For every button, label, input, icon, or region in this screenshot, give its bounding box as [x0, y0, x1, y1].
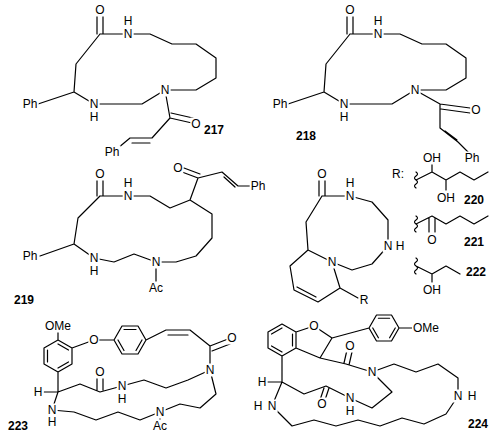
- atom-label: N: [155, 406, 166, 419]
- atom-label: O: [344, 4, 355, 17]
- atom-label: H: [89, 265, 100, 278]
- compound-number: 223: [7, 420, 29, 433]
- atom-label: OH: [422, 284, 442, 297]
- atom-label: O: [190, 118, 201, 131]
- atom-label: O: [172, 162, 183, 175]
- atom-label: Ph: [250, 180, 267, 193]
- atom-label: O: [308, 320, 319, 333]
- atom-label: Ph: [22, 250, 39, 263]
- compound-number: 221: [463, 236, 485, 249]
- bond-skeleton: [415, 164, 489, 282]
- atom-label: H: [467, 390, 478, 403]
- atom-label: H: [345, 405, 356, 418]
- bond-skeleton: [290, 180, 388, 302]
- atom-label: N: [367, 366, 378, 379]
- compound-number: 219: [13, 294, 35, 307]
- atom-label: OMe: [412, 322, 440, 335]
- atom-label: Ph: [464, 152, 481, 165]
- atom-label: Ph: [104, 146, 121, 159]
- atom-label: Ac: [152, 420, 168, 433]
- bond-skeleton: [266, 315, 458, 426]
- atom-label: N: [453, 390, 464, 403]
- atom-label: O: [226, 332, 237, 345]
- atom-label: N: [345, 190, 356, 203]
- bond-skeleton: [44, 326, 230, 422]
- atom-label: H: [123, 177, 134, 190]
- atom-label: R: [359, 294, 370, 307]
- atom-label: OH: [436, 192, 456, 205]
- atom-label: H: [373, 15, 384, 28]
- atom-label: O: [94, 4, 105, 17]
- atom-label: N: [89, 252, 100, 265]
- atom-label: N: [151, 256, 162, 269]
- atom-label: O: [470, 104, 481, 117]
- atom-label: H: [33, 386, 44, 399]
- atom-label: N: [345, 392, 356, 405]
- atom-label: O: [426, 234, 437, 247]
- atom-label: N: [160, 84, 171, 97]
- atom-label: H: [117, 393, 128, 406]
- compound-number: 220: [463, 194, 485, 207]
- atom-label: O: [94, 366, 105, 379]
- atom-label: OMe: [44, 320, 72, 333]
- atom-label: H: [339, 111, 350, 124]
- atom-label: O: [316, 168, 327, 181]
- atom-label: H: [47, 416, 58, 429]
- atom-label: N: [123, 28, 134, 41]
- atom-label: O: [88, 334, 99, 347]
- atom-label: O: [344, 340, 355, 353]
- atom-label: H: [257, 376, 268, 389]
- bond-skeleton: [38, 16, 216, 148]
- compound-number: 217: [203, 124, 225, 137]
- compound-number: 218: [295, 130, 317, 143]
- atom-label: N: [410, 84, 421, 97]
- atom-label: N: [267, 400, 278, 413]
- atom-label: Ph: [22, 98, 39, 111]
- atom-label: H: [123, 15, 134, 28]
- atom-label: N: [383, 240, 394, 253]
- atom-label: O: [94, 168, 105, 181]
- compound-number: 222: [465, 266, 487, 279]
- atom-label: Ac: [148, 282, 164, 295]
- atom-label: N: [89, 98, 100, 111]
- atom-label: H: [345, 177, 356, 190]
- atom-label: R:: [391, 168, 405, 181]
- atom-label: N: [205, 364, 216, 377]
- compound-number: 224: [467, 418, 489, 431]
- atom-label: H: [253, 400, 264, 413]
- atom-label: H: [395, 240, 406, 253]
- atom-label: N: [123, 190, 134, 203]
- atom-label: N: [373, 28, 384, 41]
- atom-label: N: [339, 98, 350, 111]
- bond-skeleton: [40, 168, 250, 282]
- atom-label: Ph: [272, 98, 289, 111]
- atom-label: H: [89, 111, 100, 124]
- atom-label: O: [316, 398, 327, 411]
- atom-label: N: [117, 380, 128, 393]
- atom-label: OH: [422, 152, 442, 165]
- bond-skeleton: [288, 16, 470, 152]
- atom-label: N: [327, 256, 338, 269]
